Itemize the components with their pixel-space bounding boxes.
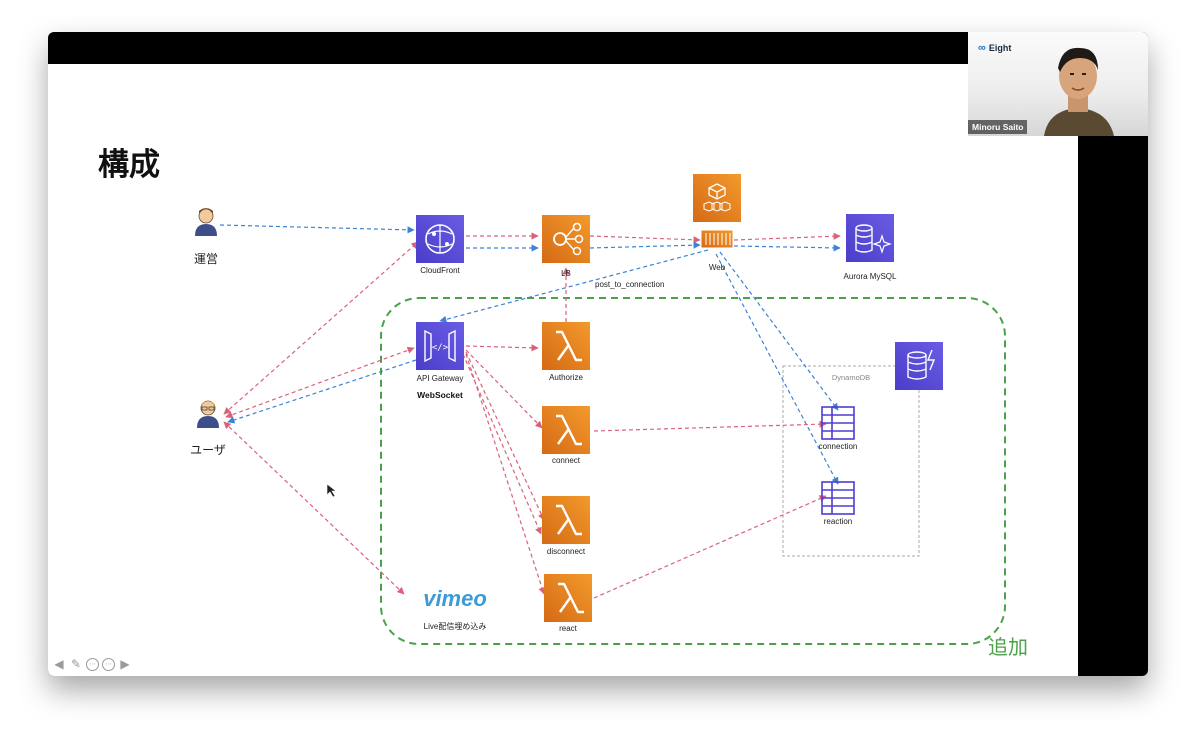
react-label: react [559,624,578,633]
edge-user-cloudfront [223,241,419,415]
api-gateway-icon [416,322,464,370]
cloudfront-node: CloudFront [416,215,464,275]
edge-apigw-authorize [465,344,539,352]
websocket-label: WebSocket [417,390,463,400]
aurora-node: Aurora MySQL [844,214,897,281]
edge-apigw-disconnect [465,351,545,521]
slide-navigation: ◀ ✎ ⋯ ⋯ ▶ [52,657,132,671]
mouse-cursor [326,483,337,498]
edge-lb-web-blue [589,241,701,249]
menu-icon[interactable]: ⋯ [86,657,99,671]
slide: 構成 追加 DynamoDB [48,64,1078,676]
edge-user-vimeo [223,421,405,595]
lb-node: LB [542,215,590,278]
table-icon [821,481,855,515]
more-icon[interactable]: ⋯ [102,657,115,671]
dynamodb-node [895,342,943,390]
admin-label: 運営 [194,252,218,266]
architecture-diagram: 追加 DynamoDB [190,174,1028,659]
edge-admin-cloudfront [219,224,415,234]
container-icon [700,229,734,249]
lb-label: LB [561,269,571,278]
web-node: Web [693,174,741,272]
aurora-icon [846,214,894,262]
admin-node: 運営 [194,208,218,266]
dynamodb-label: DynamoDB [832,373,870,382]
connections [219,224,841,599]
reaction-table-node: reaction [821,481,855,526]
edge-apigw-user [227,359,417,424]
dynamodb-group [782,365,920,557]
speaker-name: Minoru Saito [968,120,1028,134]
lambda-icon [542,322,590,370]
lambda-authorize-node: Authorize [542,322,590,382]
connect-label: connect [552,456,581,465]
edge-web-connection [719,251,839,411]
api-gateway-label: API Gateway [417,374,464,383]
edge-web-aurora-red [733,232,841,241]
dynamodb-icon [895,342,943,390]
speaker-video-tile: ∞ Eight Minoru Saito [968,32,1148,136]
speaker-avatar [1044,47,1114,136]
lambda-connect-node: connect [542,406,590,465]
edge-react-reaction [593,495,827,599]
slide-title: 構成 [98,147,160,183]
lambda-icon [544,574,592,622]
edge-lb-web-red [589,235,701,244]
web-label: Web [709,263,726,272]
user-label: ユーザ [190,443,226,457]
edge-web-apigw [439,249,709,323]
user-node: ユーザ [190,400,226,457]
presentation-window: 構成 追加 DynamoDB [48,32,1148,676]
cloudfront-label: CloudFront [420,266,460,275]
user-icon [197,400,219,428]
reaction-label: reaction [824,517,852,526]
edge-apigw-react [465,353,546,595]
table-icon [821,406,855,440]
prev-arrow-icon[interactable]: ◀ [54,657,64,671]
next-arrow-icon[interactable]: ▶ [120,657,130,671]
lambda-react-node: react [544,574,592,633]
eight-logo: ∞ Eight [978,42,1011,54]
disconnect-label: disconnect [547,547,586,556]
pen-icon[interactable]: ✎ [70,657,82,671]
vimeo-node: vimeo Live配信埋め込み [423,586,487,631]
lambda-disconnect-node: disconnect [542,496,590,556]
connection-label: connection [819,442,858,451]
edge-label-post-to-connection: post_to_connection [595,280,664,289]
eight-logo-icon: ∞ [978,42,986,54]
added-label: 追加 [988,635,1028,659]
admin-icon [195,208,217,236]
edge-apigw-disconnect-2 [462,353,542,535]
live-embed-label: Live配信埋め込み [424,621,487,631]
eight-logo-text: Eight [988,43,1012,53]
api-gateway-node: </> API Gateway WebSocket [416,322,464,400]
lambda-icon [542,496,590,544]
authorize-label: Authorize [549,373,583,382]
edge-web-aurora-blue [733,244,841,252]
edge-connect-connection [593,420,827,432]
lambda-icon [542,406,590,454]
edge-web-reaction [715,253,839,485]
connection-table-node: connection [819,406,858,451]
edge-user-apigw [225,346,415,419]
aurora-label: Aurora MySQL [844,272,897,281]
api-gateway-code-icon: </> [432,343,449,353]
vimeo-logo: vimeo [423,586,487,611]
